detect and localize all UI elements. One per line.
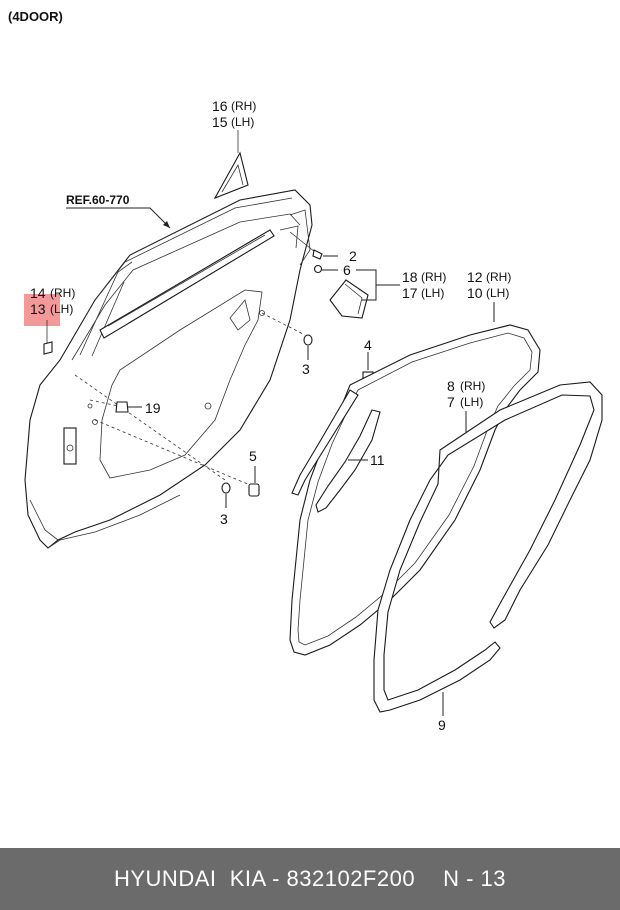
callout-12-side: (RH)	[486, 270, 511, 284]
callout-8: 8	[447, 378, 455, 394]
grommet-part	[115, 401, 129, 413]
callout-17: 17	[402, 285, 418, 301]
trim-strip-part	[315, 409, 381, 513]
callout-4: 4	[364, 337, 372, 353]
callout-14-side: (RH)	[50, 286, 75, 300]
callout-16-side: (RH)	[231, 99, 256, 113]
callout-9: 9	[438, 717, 446, 733]
delta-cover-part	[329, 279, 369, 319]
quarter-glass-part	[213, 130, 249, 200]
callout-10: 10	[467, 285, 483, 301]
opening-weatherstrip-part	[373, 381, 603, 713]
plug-part-upper	[303, 334, 313, 346]
callout-13: 13	[30, 301, 46, 317]
callout-18: 18	[402, 269, 418, 285]
callout-6: 6	[343, 262, 351, 278]
plug-part-lower	[221, 482, 231, 494]
callout-13-side: (LH)	[50, 302, 73, 316]
diagram-title: (4DOOR)	[8, 9, 63, 24]
belt-weatherstrip-part	[43, 341, 53, 355]
callout-13-highlight	[24, 294, 60, 326]
callout-18-side: (RH)	[421, 270, 446, 284]
clip-part	[313, 264, 323, 274]
footer-page-number: N - 13	[443, 866, 506, 891]
callout-8-side: (RH)	[460, 379, 485, 393]
callout-19: 19	[145, 400, 161, 416]
callout-16: 16	[212, 98, 228, 114]
door-panel	[24, 189, 313, 549]
callout-3-upper: 3	[302, 361, 310, 377]
callout-2: 2	[349, 248, 357, 264]
callout-10-side: (LH)	[486, 286, 509, 300]
screw-part	[312, 249, 323, 260]
callout-5: 5	[249, 448, 257, 464]
callout-7-side: (LH)	[460, 395, 483, 409]
door-weatherstrip-part	[289, 324, 541, 656]
ref-leader-line	[66, 207, 171, 229]
callout-17-side: (LH)	[421, 286, 444, 300]
callout-14: 14	[30, 285, 46, 301]
ref-arrow-icon	[163, 221, 170, 228]
callout-15: 15	[212, 114, 228, 130]
run-channel-part	[291, 389, 359, 496]
callout-3-lower: 3	[220, 511, 228, 527]
callout-11: 11	[370, 452, 385, 468]
ref-label: REF.60-770	[66, 193, 130, 207]
footer-brand-part-number: HYUNDAI KIA - 832102F200	[113, 866, 416, 891]
callout-15-side: (LH)	[231, 115, 254, 129]
door-parts-diagram: (4DOOR) REF.60-770	[8, 9, 603, 733]
stopper-part	[248, 483, 260, 497]
callout-7: 7	[447, 394, 455, 410]
callout-12: 12	[467, 269, 483, 285]
footer-bar: HYUNDAI KIA - 832102F200 N - 13	[0, 848, 620, 910]
